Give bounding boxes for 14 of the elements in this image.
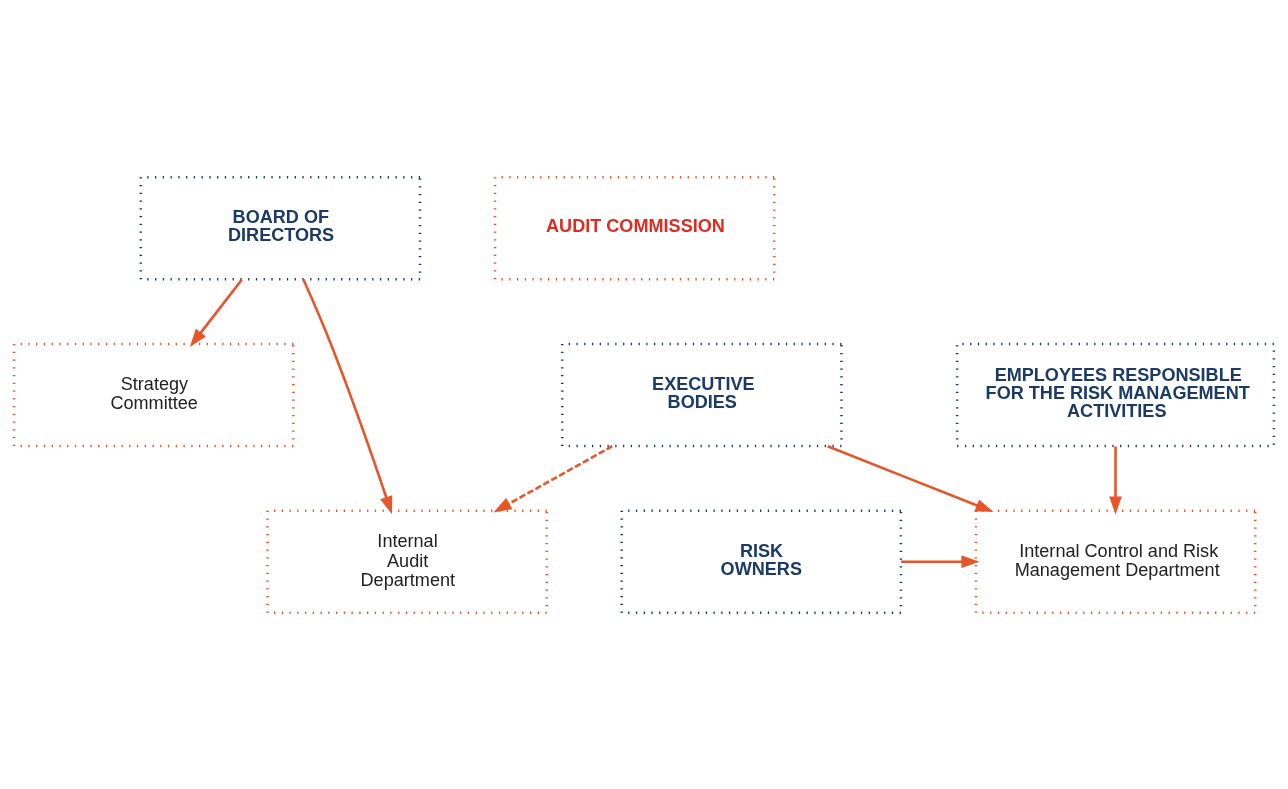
- arrow: [302, 278, 393, 514]
- node-box: RISK OWNERS: [620, 508, 903, 614]
- node-box: Internal Control and Risk Management Department: [974, 508, 1257, 614]
- node-box: AUDIT COMMISSION: [493, 175, 776, 281]
- node-box: EXECUTIVE BODIES: [560, 342, 843, 447]
- arrow: [189, 278, 243, 347]
- node-box: BOARD OF DIRECTORS: [139, 175, 422, 281]
- arrow: [827, 444, 994, 512]
- node-box: Strategy Committee: [12, 342, 295, 447]
- arrow: [493, 444, 613, 512]
- arrow: [901, 554, 980, 568]
- arrow: [1109, 445, 1122, 515]
- node-box: EMPLOYEES RESPONSIBLE FOR THE RISK MANAGEMENT ACTIVITIES: [955, 342, 1276, 447]
- node-box: Internal Audit Department: [266, 508, 548, 614]
